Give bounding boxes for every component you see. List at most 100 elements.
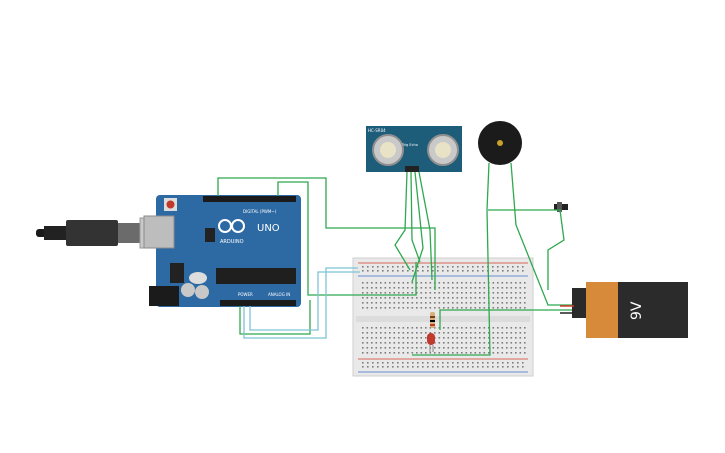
- breadboard-hole: [465, 297, 468, 299]
- breadboard-hole: [501, 302, 504, 304]
- digital-header-label: DIGITAL (PWM~): [243, 209, 277, 214]
- breadboard-hole: [407, 302, 409, 304]
- power-header-label: POWER: [238, 292, 253, 297]
- wires-blue: [243, 267, 360, 339]
- breadboard-hole: [488, 337, 490, 339]
- breadboard-hole: [387, 270, 389, 272]
- breadboard-hole: [465, 337, 468, 339]
- breadboard-hole: [470, 352, 472, 354]
- breadboard-hole: [407, 282, 409, 284]
- breadboard-hole: [452, 366, 454, 368]
- breadboard-hole: [447, 337, 450, 339]
- breadboard-hole: [389, 302, 391, 304]
- breadboard-hole: [497, 352, 499, 354]
- breadboard-hole: [479, 327, 481, 329]
- breadboard-hole: [393, 287, 396, 289]
- wire-sensor-gnd: [418, 171, 433, 281]
- arduino-uno-board[interactable]: ARDUINO UNO DIGITAL (PWM~) POWER ANALOG …: [143, 195, 301, 307]
- breadboard-hole: [437, 266, 439, 268]
- breadboard-hole: [429, 282, 432, 284]
- breadboard-hole: [377, 270, 379, 272]
- breadboard-hole: [371, 342, 373, 344]
- breadboard-hole: [393, 307, 396, 309]
- breadboard-hole: [461, 327, 463, 329]
- breadboard-hole: [402, 327, 405, 329]
- breadboard-hole: [387, 366, 389, 368]
- breadboard-hole: [515, 347, 517, 349]
- battery-9v[interactable]: 9V: [572, 282, 688, 338]
- breadboard-hole: [389, 297, 391, 299]
- breadboard-hole: [407, 337, 409, 339]
- breadboard-hole: [380, 342, 382, 344]
- breadboard-hole: [420, 302, 423, 304]
- breadboard-hole: [398, 337, 400, 339]
- breadboard-hole: [389, 282, 391, 284]
- breadboard-hole: [362, 307, 364, 309]
- breadboard-hole: [384, 292, 387, 294]
- breadboard-hole: [483, 332, 486, 334]
- breadboard-hole: [510, 342, 513, 344]
- breadboard-hole: [461, 347, 463, 349]
- breadboard-hole: [382, 366, 384, 368]
- breadboard-hole: [402, 270, 404, 272]
- ultrasonic-sensor[interactable]: HC-SR04 Trig Echo: [366, 126, 462, 172]
- usb-socket: [143, 215, 175, 249]
- breadboard-hole: [438, 347, 441, 349]
- breadboard-hole: [407, 342, 409, 344]
- breadboard-hole: [510, 352, 513, 354]
- breadboard-hole: [407, 307, 409, 309]
- breadboard-hole: [402, 347, 405, 349]
- breadboard-hole: [470, 342, 472, 344]
- breadboard-hole: [517, 362, 519, 364]
- breadboard-hole: [510, 307, 513, 309]
- breadboard-hole: [402, 366, 404, 368]
- breadboard-hole: [477, 366, 479, 368]
- breadboard-hole: [372, 362, 374, 364]
- red-led[interactable]: [427, 333, 435, 352]
- breadboard-hole: [456, 347, 459, 349]
- breadboard-hole: [456, 342, 459, 344]
- resistor[interactable]: [430, 312, 435, 328]
- wire-sensor-vcc: [394, 171, 411, 271]
- breadboard-hole: [416, 342, 418, 344]
- breadboard-hole: [479, 347, 481, 349]
- breadboard-hole: [497, 332, 499, 334]
- wire-sensor-trig: [410, 171, 421, 263]
- breadboard-hole: [427, 362, 429, 364]
- breadboard-hole: [524, 302, 526, 304]
- breadboard-hole: [510, 347, 513, 349]
- breadboard-hole: [392, 266, 394, 268]
- breadboard-hole: [377, 266, 379, 268]
- breadboard[interactable]: [352, 257, 534, 377]
- wire-arduino-gnd: [239, 300, 311, 335]
- breadboard-hole: [384, 302, 387, 304]
- piezo-buzzer[interactable]: [478, 121, 522, 165]
- breadboard-hole: [389, 347, 391, 349]
- breadboard-hole: [362, 327, 364, 329]
- breadboard-hole: [447, 327, 450, 329]
- breadboard-hole: [443, 307, 445, 309]
- breadboard-hole: [510, 287, 513, 289]
- breadboard-hole: [462, 362, 464, 364]
- breadboard-hole: [429, 292, 432, 294]
- breadboard-hole: [392, 270, 394, 272]
- breadboard-hole: [465, 287, 468, 289]
- breadboard-hole: [366, 292, 369, 294]
- breadboard-hole: [517, 266, 519, 268]
- breadboard-hole: [465, 347, 468, 349]
- breadboard-hole: [420, 342, 423, 344]
- slide-switch[interactable]: [554, 202, 568, 212]
- breadboard-hole: [384, 282, 387, 284]
- breadboard-hole: [437, 270, 439, 272]
- breadboard-hole: [393, 297, 396, 299]
- breadboard-hole: [497, 337, 499, 339]
- breadboard-hole: [519, 287, 522, 289]
- breadboard-hole: [447, 270, 449, 272]
- breadboard-hole: [411, 347, 414, 349]
- breadboard-hole: [492, 270, 494, 272]
- breadboard-hole: [524, 282, 526, 284]
- breadboard-hole: [510, 297, 513, 299]
- breadboard-hole: [492, 342, 495, 344]
- breadboard-hole: [434, 342, 436, 344]
- breadboard-hole: [456, 307, 459, 309]
